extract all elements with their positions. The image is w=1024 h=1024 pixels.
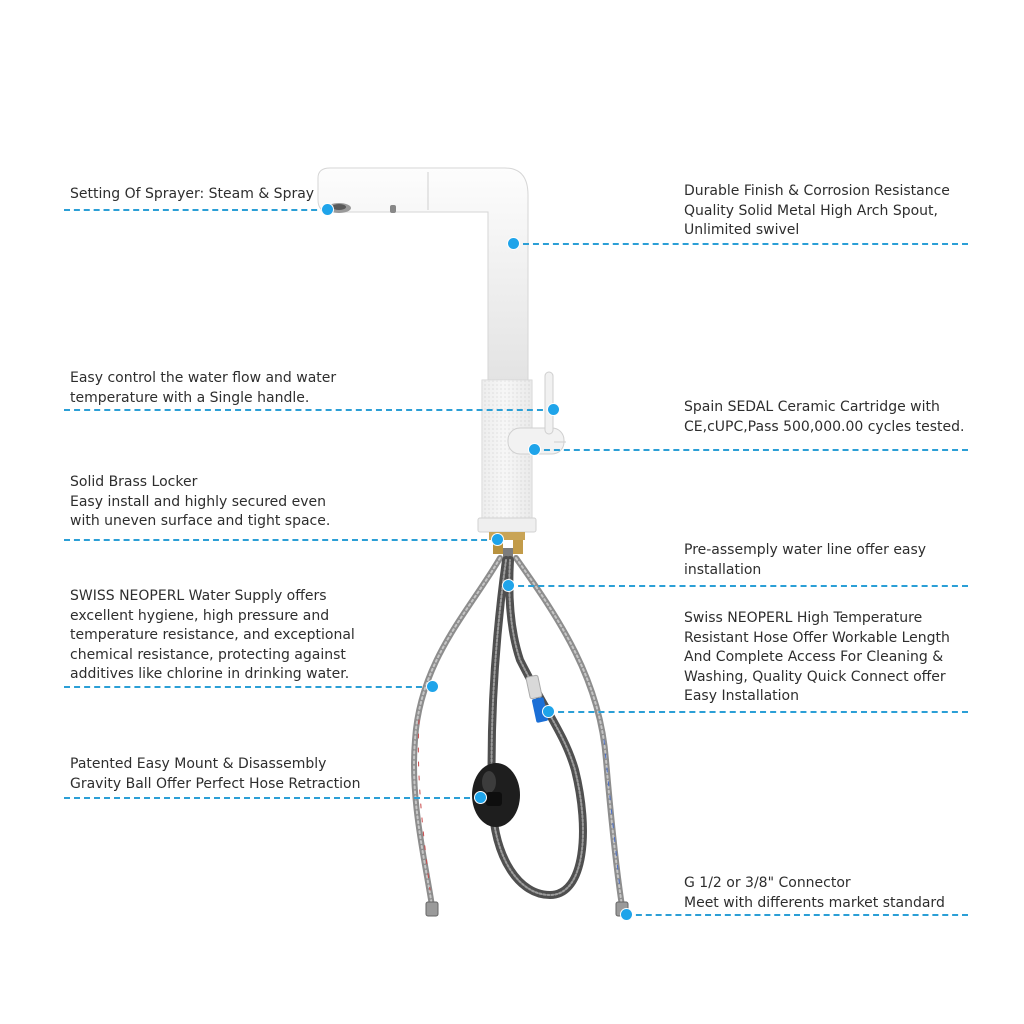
leader-line-finish xyxy=(513,243,968,245)
label-line: Easy control the water flow and water xyxy=(70,370,337,386)
label-hose: Swiss NEOPERL High Temperature Resistant… xyxy=(684,609,950,707)
anchor-dot-gravity-ball xyxy=(475,792,486,803)
anchor-dot-brass-locker xyxy=(492,534,503,545)
label-line: Spain SEDAL Ceramic Cartridge with xyxy=(684,399,940,415)
gravity-ball xyxy=(472,763,520,827)
brass-locker xyxy=(489,532,525,558)
label-line: CE,cUPC,Pass 500,000.00 cycles tested. xyxy=(684,418,965,435)
label-line: Patented Easy Mount & Disassembly xyxy=(70,756,327,772)
label-line: And Complete Access For Cleaning & xyxy=(684,649,944,665)
label-line: temperature with a Single handle. xyxy=(70,389,310,406)
anchor-dot-water-line xyxy=(503,580,514,591)
label-line: Pre-assemply water line offer easy xyxy=(684,542,927,558)
anchor-dot-cartridge xyxy=(529,444,540,455)
leader-line-gravity-ball xyxy=(64,797,480,799)
label-line: additives like chlorine in drinking wate… xyxy=(70,666,350,682)
leader-line-water-supply xyxy=(64,686,432,688)
label-brass-locker: Solid Brass Locker Easy install and high… xyxy=(70,473,330,532)
label-line: with uneven surface and tight space. xyxy=(70,513,331,529)
label-line: SWISS NEOPERL Water Supply offers xyxy=(70,588,327,604)
leader-line-sprayer xyxy=(64,209,327,211)
label-line: Resistant Hose Offer Workable Length xyxy=(684,629,950,646)
label-gravity-ball: Patented Easy Mount & Disassembly Gravit… xyxy=(70,755,360,794)
anchor-dot-finish xyxy=(508,238,519,249)
leader-line-water-line xyxy=(508,585,968,587)
label-connector: G 1/2 or 3/8" Connector Meet with differ… xyxy=(684,874,945,913)
anchor-dot-water-supply xyxy=(427,681,438,692)
leader-line-connector xyxy=(626,914,968,916)
anchor-dot-hose xyxy=(543,706,554,717)
anchor-dot-single-handle xyxy=(548,404,559,415)
leader-line-brass-locker xyxy=(64,539,497,541)
label-line: Meet with differents market standard xyxy=(684,894,945,911)
label-line: Unlimited swivel xyxy=(684,222,800,238)
label-line: temperature resistance, and exceptional xyxy=(70,627,355,643)
label-finish: Durable Finish & Corrosion Resistance Qu… xyxy=(684,182,950,241)
anchor-dot-connector xyxy=(621,909,632,920)
end-connectors xyxy=(425,901,629,917)
sprayer-head xyxy=(327,203,396,213)
handle xyxy=(507,371,566,455)
spout xyxy=(317,167,529,381)
label-line: Easy install and highly secured even xyxy=(70,493,327,510)
label-water-line: Pre-assemply water line offer easy insta… xyxy=(684,541,926,580)
label-single-handle: Easy control the water flow and water te… xyxy=(70,369,336,408)
label-line: Solid Brass Locker xyxy=(70,474,198,490)
label-water-supply: SWISS NEOPERL Water Supply offers excell… xyxy=(70,587,355,685)
label-line: Durable Finish & Corrosion Resistance xyxy=(684,183,950,199)
label-line: installation xyxy=(684,561,762,578)
label-line: excellent hygiene, high pressure and xyxy=(70,607,330,624)
label-sprayer: Setting Of Sprayer: Steam & Spray xyxy=(70,185,314,205)
leader-line-hose xyxy=(548,711,968,713)
leader-line-single-handle xyxy=(64,409,553,411)
quick-connect-cap xyxy=(525,674,543,700)
label-line: Washing, Quality Quick Connect offer xyxy=(684,668,946,685)
quick-connect xyxy=(532,697,548,723)
label-line: Gravity Ball Offer Perfect Hose Retracti… xyxy=(70,775,361,792)
label-line: Swiss NEOPERL High Temperature xyxy=(684,610,923,626)
label-line: G 1/2 or 3/8" Connector xyxy=(684,875,851,891)
hoses xyxy=(411,555,625,909)
label-line: Quality Solid Metal High Arch Spout, xyxy=(684,202,938,219)
leader-line-cartridge xyxy=(534,449,968,451)
label-line: Easy Installation xyxy=(684,688,799,704)
label-line: Setting Of Sprayer: Steam & Spray xyxy=(70,186,315,202)
label-cartridge: Spain SEDAL Ceramic Cartridge with CE,cU… xyxy=(684,398,965,437)
label-line: chemical resistance, protecting against xyxy=(70,646,346,663)
faucet-body xyxy=(477,379,537,533)
anchor-dot-sprayer xyxy=(322,204,333,215)
